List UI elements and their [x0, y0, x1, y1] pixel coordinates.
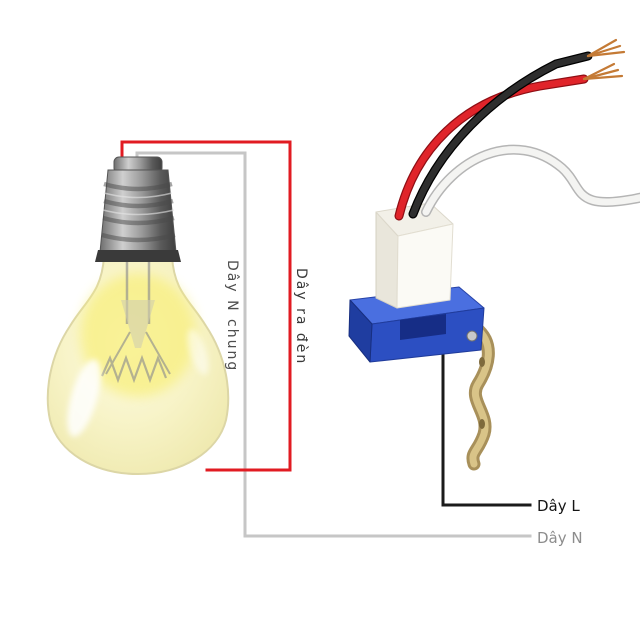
- photocell-sensor: [348, 38, 640, 471]
- bulb-filament: [100, 260, 171, 384]
- lamp-feed-red-line: [120, 140, 292, 472]
- circuit-lines: [120, 140, 532, 538]
- live-line: [441, 348, 532, 507]
- sensor-wires: [394, 38, 640, 221]
- label-neutral-wire: Dây N: [537, 529, 583, 547]
- bulb-glow: [80, 273, 196, 397]
- sensor-wire-white: [421, 144, 640, 217]
- bulb-highlight-small: [187, 329, 209, 375]
- light-bulb: [46, 156, 230, 476]
- sensor-wire-black: [408, 51, 593, 219]
- neutral-line: [135, 151, 532, 538]
- sensor-wire-red: [394, 74, 589, 221]
- mounting-bracket: [466, 321, 495, 471]
- sensor-base-slot: [400, 314, 446, 340]
- sensor-body: [375, 202, 454, 309]
- label-lamp-wire: Dây ra đèn: [293, 268, 309, 366]
- copper-strands: [582, 38, 626, 81]
- label-live-wire: Dây L: [537, 497, 580, 515]
- bracket-screw: [466, 330, 478, 342]
- label-neutral-common: Dây N chung: [224, 260, 240, 373]
- bulb-highlight: [67, 359, 101, 437]
- bulb-screw-base: [95, 156, 181, 262]
